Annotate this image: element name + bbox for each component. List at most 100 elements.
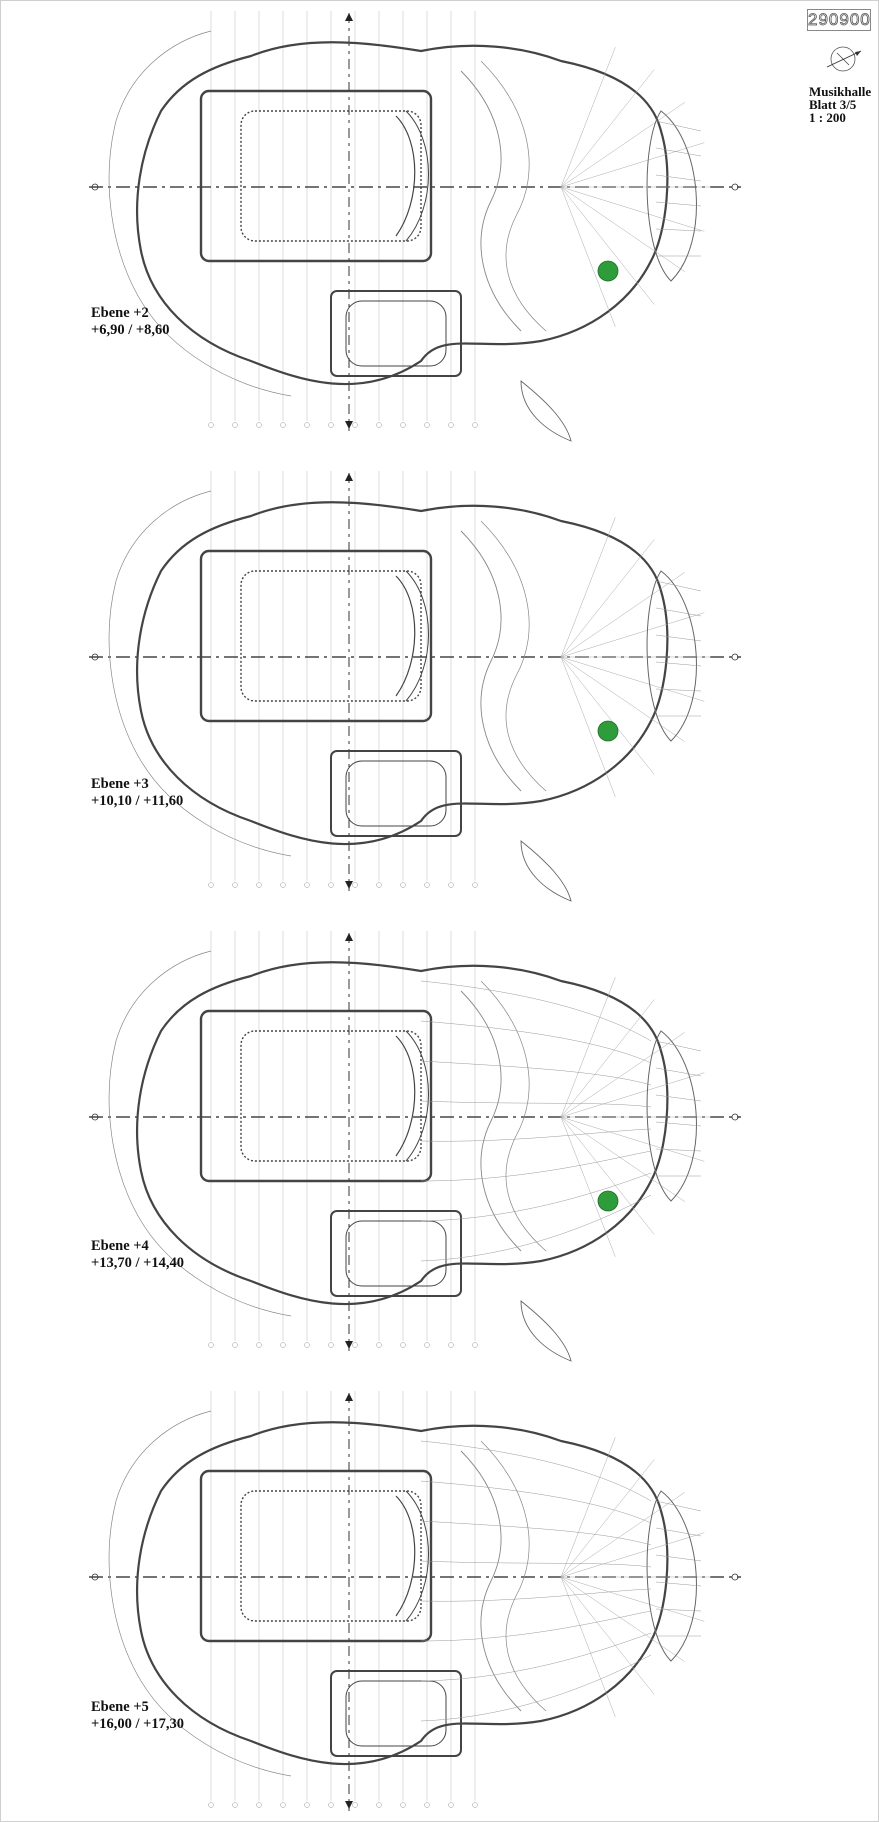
main-hall-tier: [395, 115, 416, 237]
canopy-rib: [655, 1608, 702, 1612]
main-hall-tier: [405, 1490, 429, 1622]
site-curve: [108, 1410, 292, 1777]
section-arrow-bottom: [345, 1341, 353, 1349]
section-arrow-top: [345, 1393, 353, 1401]
grid-axis-marker: [472, 1802, 478, 1808]
roof-grid-line: [420, 1100, 652, 1108]
radial-line: [560, 1576, 655, 1695]
radial-line: [560, 69, 655, 188]
site-curve: [108, 950, 292, 1317]
radial-line: [560, 102, 685, 188]
main-hall-tier: [405, 110, 429, 242]
grid-axis-marker: [472, 882, 478, 888]
canopy-rib: [655, 634, 702, 642]
small-hall-enclosure: [330, 750, 462, 837]
grid-axis-marker: [304, 882, 310, 888]
roof-grid-line: [420, 1128, 652, 1142]
grid-axis-marker: [232, 1802, 238, 1808]
level-label-5: Ebene +5 +16,00 / +17,30: [91, 1699, 184, 1733]
grid-axis-marker: [400, 882, 406, 888]
grid-axis-marker: [352, 422, 358, 428]
building-outline: [136, 961, 669, 1306]
grid-axis-marker: [448, 1342, 454, 1348]
axis-marker-right: [731, 1573, 739, 1581]
section-arrow-bottom: [345, 421, 353, 429]
sheet-number-stamp: 290900: [807, 9, 871, 31]
section-arrow-top: [345, 933, 353, 941]
grid-axis-marker: [400, 1802, 406, 1808]
radial-line: [560, 1576, 705, 1622]
small-hall-seating: [345, 300, 447, 367]
main-hall-seating: [240, 110, 422, 242]
grid-axis-marker: [400, 1342, 406, 1348]
tree-icon: [597, 720, 619, 742]
grid-axis-marker: [256, 1802, 262, 1808]
axis-marker-left: [91, 183, 99, 191]
grid-axis-marker: [328, 882, 334, 888]
foyer-curve: [480, 980, 547, 1252]
grid-axis-marker: [232, 882, 238, 888]
grid-axis-marker: [448, 882, 454, 888]
foyer-curve: [480, 60, 547, 332]
radial-line: [560, 1459, 655, 1578]
canopy-rib: [655, 1500, 702, 1512]
grid-axis-marker: [256, 882, 262, 888]
roof-grid-line: [420, 1150, 652, 1182]
grid-axis-marker: [232, 1342, 238, 1348]
tree-icon: [597, 1190, 619, 1212]
building-outline: [136, 41, 669, 386]
grid-axis-marker: [208, 1802, 214, 1808]
canopy-rib: [655, 1040, 702, 1052]
radial-line: [560, 656, 655, 775]
level-elevation: +6,90 / +8,60: [91, 322, 170, 338]
radial-line: [560, 1437, 616, 1578]
radial-line: [560, 1032, 685, 1118]
radial-line: [560, 1116, 616, 1257]
roof-grid-line: [420, 1480, 652, 1524]
section-arrow-top: [345, 473, 353, 481]
axis-marker-right: [731, 653, 739, 661]
radial-line: [560, 1576, 685, 1662]
section-arrow-bottom: [345, 1801, 353, 1809]
floor-plan-level-5: [89, 1391, 741, 1811]
radial-line: [560, 517, 616, 658]
radial-line: [560, 1116, 655, 1235]
small-hall-seating: [345, 1680, 447, 1747]
canopy-rib: [655, 688, 702, 692]
grid-axis-marker: [328, 422, 334, 428]
main-hall-enclosure: [199, 549, 433, 723]
canopy-rib: [655, 1554, 702, 1562]
roof-grid-line: [420, 1588, 652, 1602]
main-hall-tier: [395, 1495, 416, 1617]
roof-grid-line: [420, 1560, 652, 1568]
radial-line: [560, 1532, 705, 1578]
main-hall-tier: [405, 570, 429, 702]
roof-grid-line: [420, 1520, 652, 1546]
level-elevation: +10,10 / +11,60: [91, 793, 184, 809]
level-name: Ebene +3: [91, 776, 149, 792]
radial-line: [560, 656, 616, 797]
grid-axis-marker: [208, 882, 214, 888]
radial-line: [560, 1116, 705, 1162]
radial-line: [560, 186, 705, 232]
level-name: Ebene +2: [91, 305, 149, 321]
radial-line: [560, 1116, 685, 1202]
main-hall-seating: [240, 1030, 422, 1162]
grid-axis-marker: [424, 1802, 430, 1808]
floor-plan-level-3: [89, 471, 741, 902]
level-name: Ebene +5: [91, 1699, 149, 1715]
grid-axis-marker: [232, 422, 238, 428]
canopy-rib: [655, 580, 702, 592]
axis-marker-left: [91, 1113, 99, 1121]
radial-line: [560, 186, 685, 272]
grid-axis-marker: [400, 422, 406, 428]
grid-axis-marker: [328, 1342, 334, 1348]
grid-axis-marker: [304, 422, 310, 428]
foyer-curve: [460, 1450, 522, 1712]
grid-axis-marker: [208, 422, 214, 428]
scale-label: 1 : 200: [809, 110, 846, 125]
building-outline: [136, 501, 669, 846]
radial-line: [560, 572, 685, 658]
floor-plan-level-4: [89, 931, 741, 1362]
roof-grid-line: [420, 1060, 652, 1086]
